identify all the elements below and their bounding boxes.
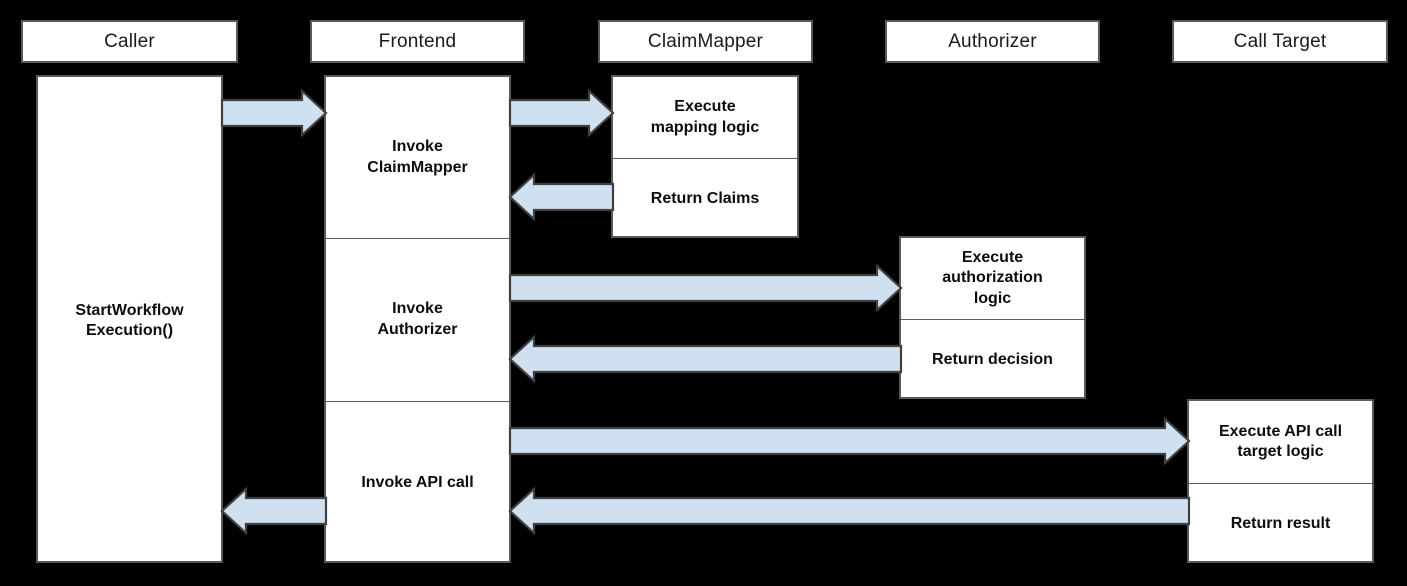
message-arrow-frontend-to-caller[interactable]	[220, 486, 328, 536]
activation-claimmapper-divider-1	[613, 158, 797, 159]
lifeline-header-frontend[interactable]: Frontend	[310, 20, 525, 63]
lifeline-header-caller[interactable]: Caller	[21, 20, 238, 63]
activation-frontend-divider-1	[326, 238, 509, 239]
activation-frontend-segment-3: Invoke API call	[326, 401, 509, 565]
activation-authorizer-segment-2: Return decision	[901, 319, 1084, 401]
message-arrow-caller-to-frontend[interactable]	[220, 88, 328, 138]
activation-calltarget-segment-2-label: Return result	[1230, 514, 1331, 532]
message-arrow-calltarget-to-frontend[interactable]	[508, 486, 1191, 536]
lifeline-header-authorizer[interactable]: Authorizer	[885, 20, 1100, 63]
activation-frontend-segment-3-label: Invoke API call	[361, 473, 474, 491]
lifeline-header-claimmapper-label: ClaimMapper	[647, 30, 764, 52]
message-arrow-frontend-to-claimmapper[interactable]	[508, 88, 615, 138]
message-arrow-frontend-to-authorizer[interactable]	[508, 263, 903, 313]
lifeline-header-authorizer-label: Authorizer	[948, 30, 1037, 52]
activation-authorizer-segment-2-label: Return decision	[932, 350, 1053, 368]
message-arrow-authorizer-to-frontend[interactable]	[508, 334, 903, 384]
activation-calltarget-segment-2: Return result	[1189, 483, 1372, 565]
lifeline-header-claimmapper[interactable]: ClaimMapper	[598, 20, 813, 63]
lifeline-header-caller-label: Caller	[104, 30, 155, 52]
lifeline-header-frontend-label: Frontend	[378, 30, 457, 52]
message-arrow-claimmapper-to-frontend[interactable]	[508, 172, 615, 222]
lifeline-header-calltarget[interactable]: Call Target	[1172, 20, 1388, 63]
lifeline-header-calltarget-label: Call Target	[1233, 30, 1327, 52]
activation-authorizer-divider-1	[901, 319, 1084, 320]
activation-claimmapper-segment-2: Return Claims	[613, 158, 797, 240]
message-arrow-frontend-to-calltarget[interactable]	[508, 416, 1191, 466]
activation-calltarget-divider-1	[1189, 483, 1372, 484]
activation-frontend-divider-2	[326, 401, 509, 402]
activation-claimmapper-segment-2-label: Return Claims	[650, 189, 760, 207]
